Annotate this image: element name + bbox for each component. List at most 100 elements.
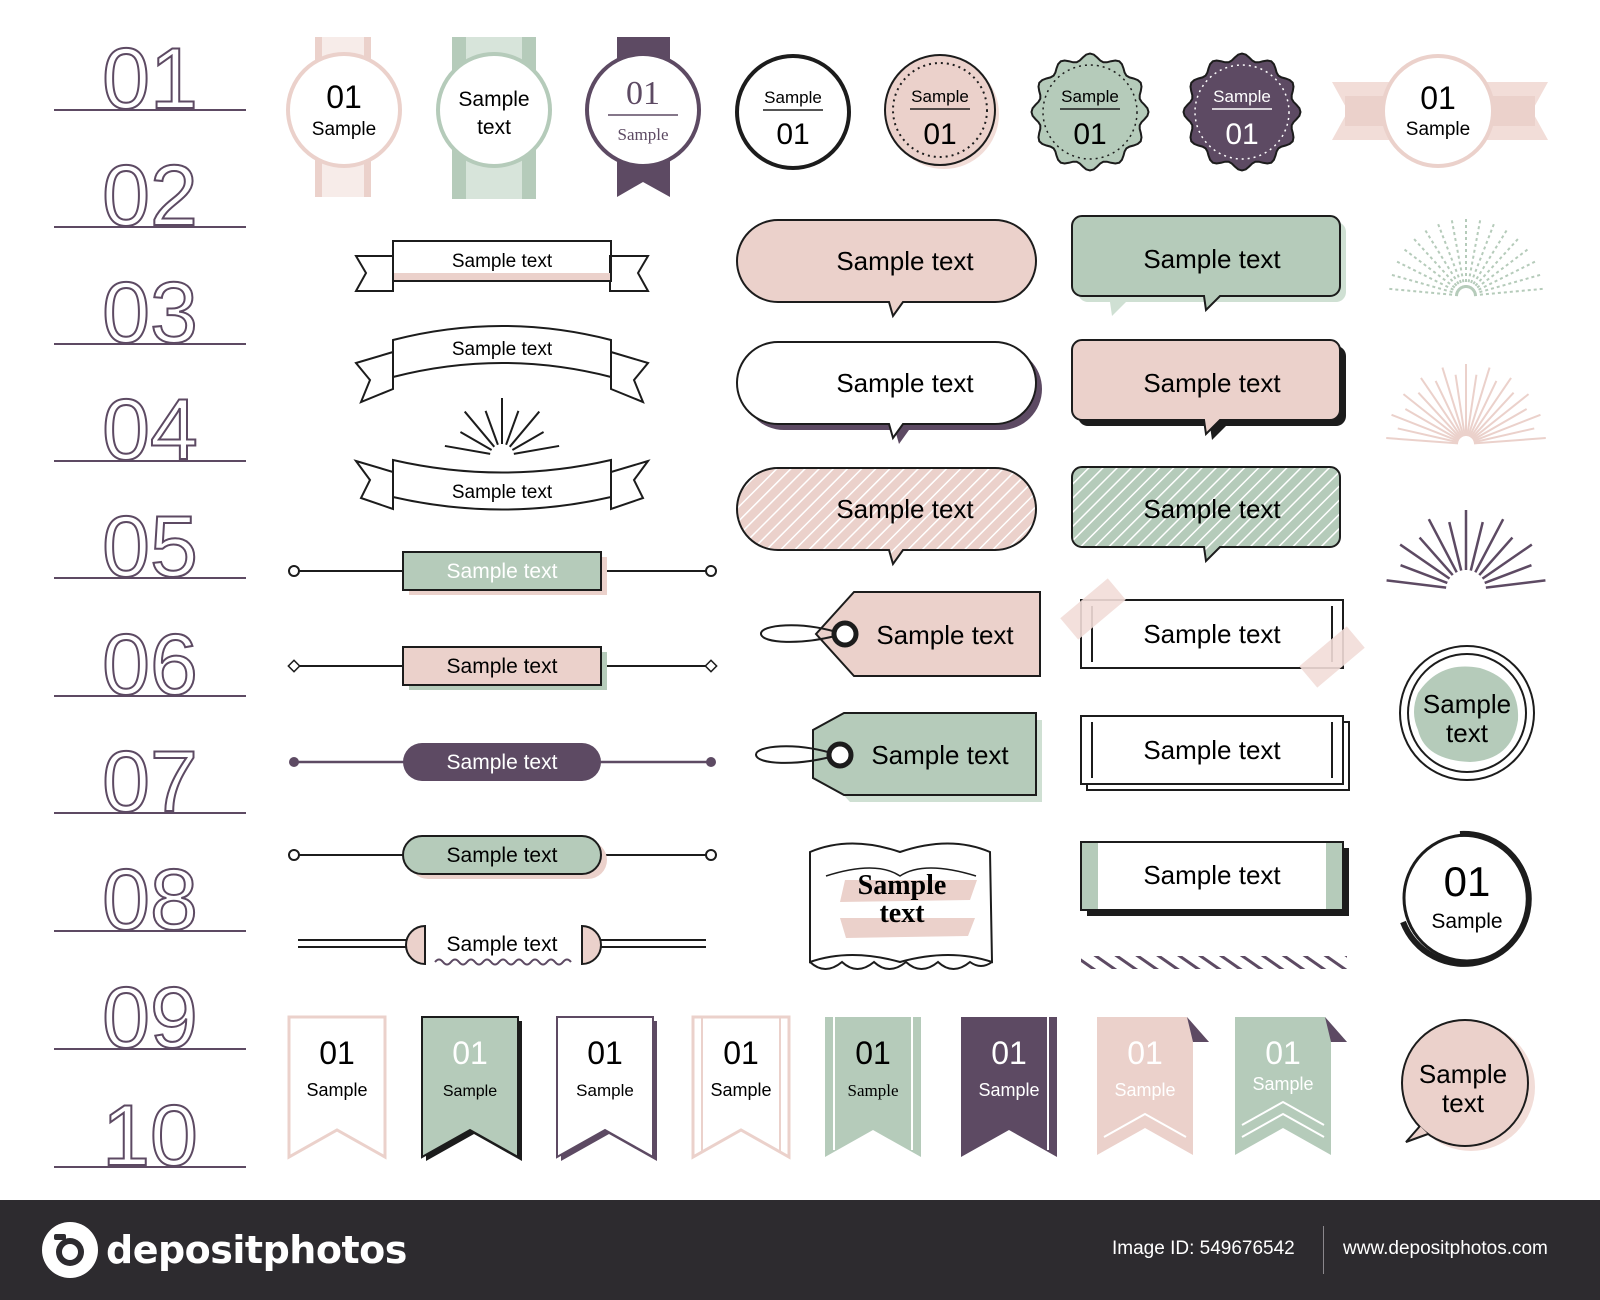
ray-line [1473,413,1541,443]
bookmark-number: 01 [1265,1035,1301,1071]
speech-bubble: Sample text [1071,466,1341,564]
ray-line [1434,380,1464,438]
frame-text: Sample text [1143,735,1281,765]
ray-line [444,444,491,455]
number-label: 05 [102,499,198,595]
ray-line [1399,543,1451,580]
number-label: 06 [102,617,198,713]
bookmark-number: 01 [723,1035,759,1071]
ray-line [1473,427,1535,444]
ray-line [1402,393,1461,440]
bookmark: 01 Sample [1235,1017,1347,1155]
bookmark-label: Sample [1114,1080,1175,1100]
number-item: 09 [54,969,246,1067]
bubble-text: Sample text [1143,368,1281,398]
ribbon-label: Sample text [452,251,553,272]
bubble-text: Sample text [1143,244,1281,274]
ray-line [463,410,496,448]
number-item: 10 [54,1087,246,1185]
speech-bubble: Sample text [735,341,1042,444]
footer-bar: depositphotos Image ID: 549676542 www.de… [0,1200,1600,1300]
bookmark-label: Sample [710,1080,771,1100]
ray-line [1390,273,1459,295]
footer-divider [1323,1226,1324,1274]
seal-number: 01 [776,118,809,151]
line-label: Sample text [287,646,718,690]
banner-number: 01 [1420,80,1456,116]
number-label: 08 [102,852,198,948]
scallop-edge [1030,52,1150,172]
line-label-text: Sample text [447,560,558,583]
rosette-badge: 01 Sample [585,37,701,197]
seal-badge: Sample 01 [1182,52,1302,172]
ribbon-arched-sunburst: Sample text [353,398,651,511]
number-item: 08 [54,851,246,949]
rosette-label: Sample [618,125,669,144]
bookmark: 01 Sample [691,1015,791,1160]
bookmark: 01 Sample [825,1017,921,1157]
number-item: 06 [54,616,246,714]
ray-line [1474,518,1505,573]
ray-line [1386,437,1459,445]
ray-line [1472,260,1537,294]
ribbon-label: Sample text [452,339,553,360]
brand-name: depositphotos [106,1228,407,1272]
camera-logo-icon [42,1222,98,1278]
rosette-badge: Sample text [436,37,552,199]
ray-line [1473,273,1542,295]
bubble-text: Sample text [836,494,974,524]
banner-label: Sample [1406,119,1470,140]
ray-line [1386,579,1447,589]
number-label: 04 [102,382,198,478]
ray-line [1470,392,1515,439]
line-label: Sample text [289,743,716,781]
bookmark-label: Sample [1252,1074,1313,1094]
seal-label: Sample [1213,87,1271,106]
scallop-dotted-ring [1194,64,1290,160]
ray-line [1417,392,1462,439]
ray-line [1441,367,1465,437]
ray-line [459,431,493,451]
badge-line2: text [1446,718,1489,748]
ray-line [1481,543,1533,580]
bookmark-label: Sample [848,1081,899,1100]
ray-line [1472,408,1528,441]
price-tag: Sample text [760,591,1041,677]
price-tag: Sample text [755,712,1042,802]
seal-number: 01 [1073,118,1106,151]
ray-line [1427,518,1458,573]
bookmark: 01 Sample [287,1015,387,1160]
scallop-dotted-ring [1042,64,1138,160]
sunburst-pink [1386,364,1546,445]
bookmark-number: 01 [319,1035,355,1071]
seal-badge: Sample 01 [1030,52,1150,172]
bubble-text: Sample text [836,246,974,276]
badge-line2: text [1442,1088,1485,1118]
outline-numbers: 01 02 03 04 05 06 07 08 [54,30,246,1185]
decoration-set-canvas: 01 02 03 04 05 06 07 08 [54,30,1548,1185]
book-line2: text [879,898,925,929]
bookmark-label: Sample [306,1080,367,1100]
striped-divider [1081,956,1347,969]
seal-badge: Sample 01 [884,54,999,169]
bookmark-number: 01 [1127,1035,1163,1071]
rosette-line1: Sample [458,88,529,111]
ray-line [1404,408,1460,441]
ray-line [484,410,499,446]
line-label-text: Sample text [447,655,558,678]
badge-line1: Sample [1419,1059,1507,1089]
rosette-number: 01 [326,79,362,115]
rosette-label: Sample [312,119,376,140]
sunburst-plum [1386,510,1546,589]
ray-line [1397,427,1459,444]
ray-line [505,410,520,446]
ray-line [1485,579,1546,589]
ray-line [1478,536,1514,576]
site-link[interactable]: www.depositphotos.com [1343,1238,1548,1259]
number-item: 02 [54,147,246,245]
rosette-number: 01 [626,75,660,112]
bookmark-number: 01 [587,1035,623,1071]
ribbon-straight: Sample text [354,240,650,292]
ray-line [1454,374,1466,437]
seal-label: Sample [764,88,822,107]
